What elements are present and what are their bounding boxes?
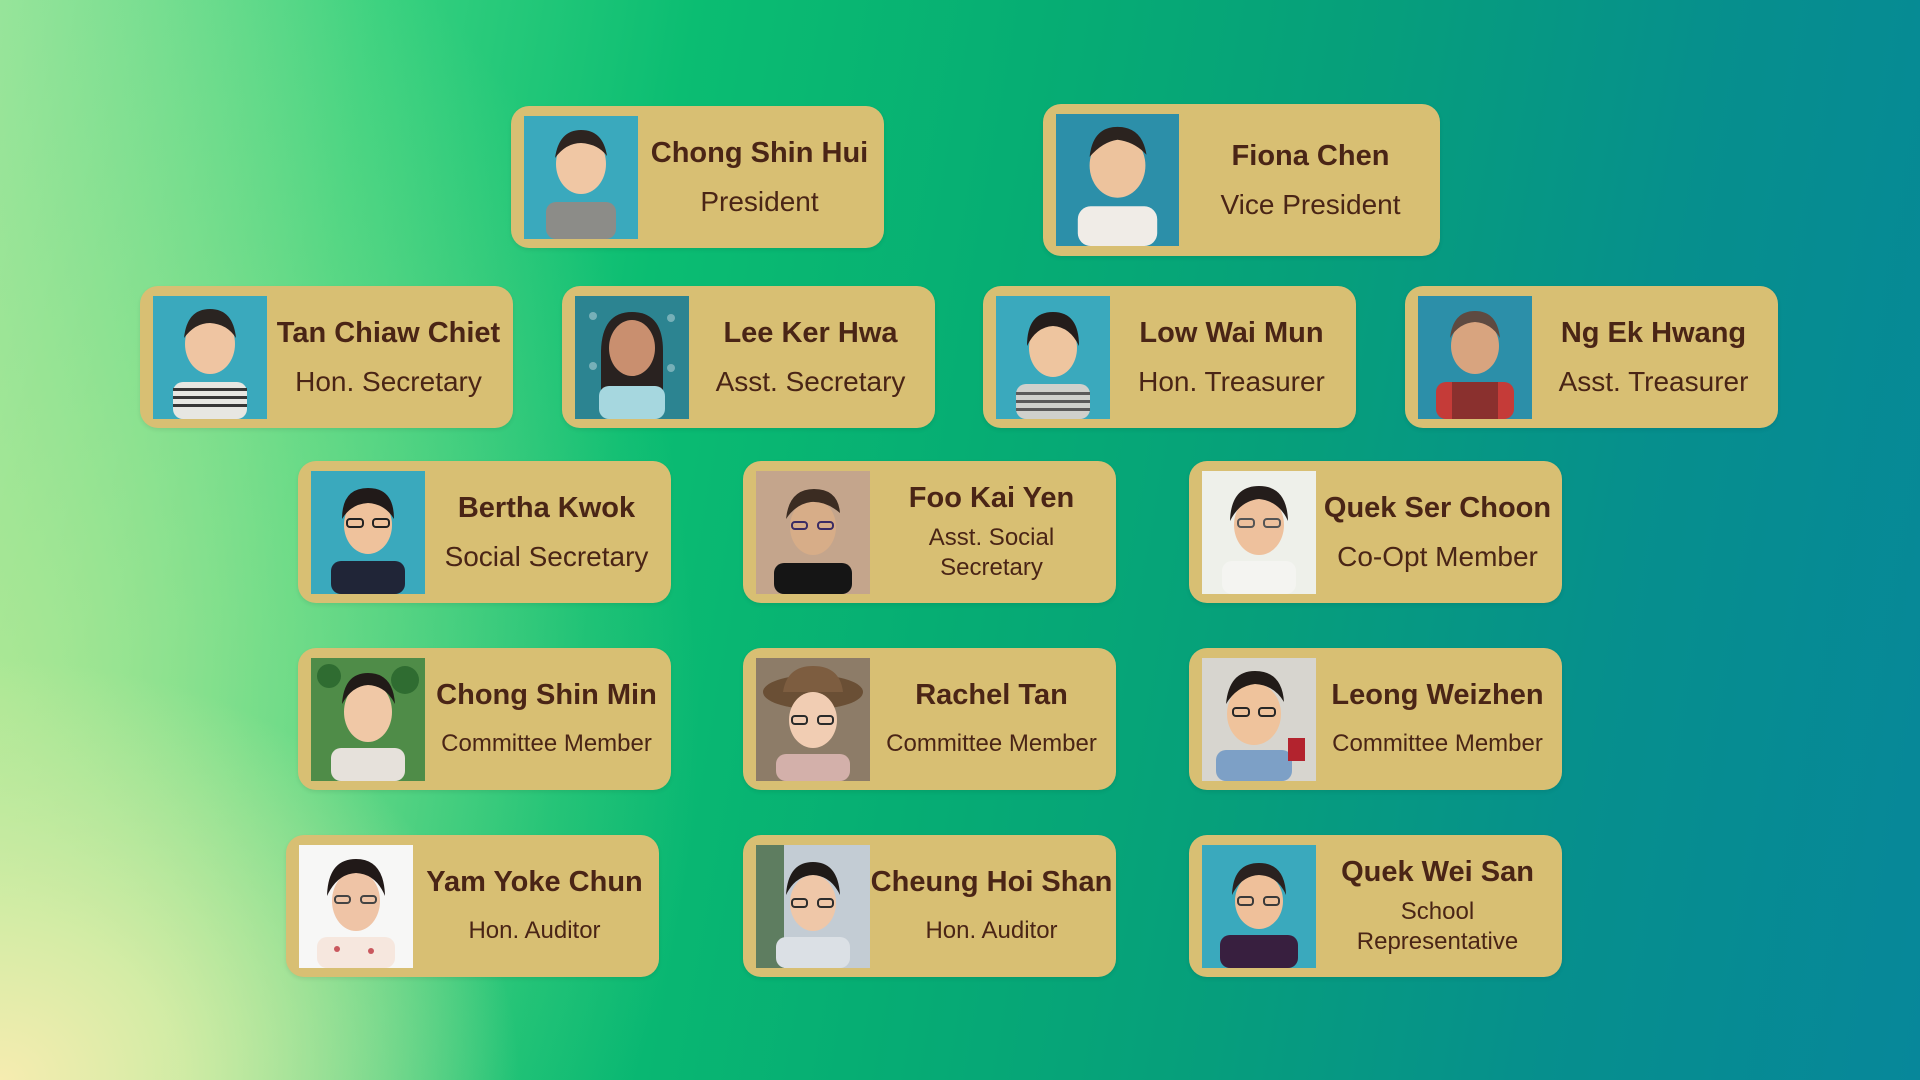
member-text: Quek Wei San School Representative (1319, 835, 1556, 977)
member-role: Hon. Treasurer (1138, 366, 1325, 397)
member-name: Low Wai Mun (1139, 317, 1324, 349)
member-text: Low Wai Mun Hon. Treasurer (1113, 286, 1350, 428)
member-card: Lee Ker Hwa Asst. Secretary (562, 286, 935, 428)
member-name: Rachel Tan (915, 679, 1068, 711)
portrait-photo (756, 658, 870, 781)
portrait-photo (299, 845, 413, 968)
member-name: Yam Yoke Chun (426, 866, 643, 898)
member-name: Fiona Chen (1231, 140, 1390, 172)
member-card: Quek Ser Choon Co-Opt Member (1189, 461, 1562, 603)
member-name: Leong Weizhen (1331, 679, 1544, 711)
member-text: Chong Shin Min Committee Member (428, 648, 665, 790)
member-role: School Representative (1356, 898, 1519, 955)
portrait-photo (996, 296, 1110, 419)
member-role: President (700, 186, 819, 217)
member-text: Yam Yoke Chun Hon. Auditor (416, 835, 653, 977)
member-role: Vice President (1220, 189, 1401, 220)
member-card: Cheung Hoi Shan Hon. Auditor (743, 835, 1116, 977)
member-card: Ng Ek Hwang Asst. Treasurer (1405, 286, 1778, 428)
member-card: Chong Shin Hui President (511, 106, 884, 248)
member-name: Bertha Kwok (457, 492, 636, 524)
member-role: Hon. Secretary (295, 366, 482, 397)
member-card: Tan Chiaw Chiet Hon. Secretary (140, 286, 513, 428)
portrait-photo (575, 296, 689, 419)
member-text: Lee Ker Hwa Asst. Secretary (692, 286, 929, 428)
portrait-photo (311, 471, 425, 594)
member-role: Committee Member (886, 730, 1097, 757)
member-card: Fiona Chen Vice President (1043, 104, 1440, 256)
member-role: Asst. Secretary (715, 366, 906, 397)
member-text: Chong Shin Hui President (641, 106, 878, 248)
member-role: Asst. Treasurer (1558, 366, 1749, 397)
member-text: Ng Ek Hwang Asst. Treasurer (1535, 286, 1772, 428)
member-card: Bertha Kwok Social Secretary (298, 461, 671, 603)
member-card: Foo Kai Yen Asst. Social Secretary (743, 461, 1116, 603)
member-card: Yam Yoke Chun Hon. Auditor (286, 835, 659, 977)
member-name: Chong Shin Hui (650, 137, 869, 169)
member-text: Leong Weizhen Committee Member (1319, 648, 1556, 790)
portrait-photo (756, 845, 870, 968)
member-card: Quek Wei San School Representative (1189, 835, 1562, 977)
portrait-photo (1202, 471, 1316, 594)
member-text: Cheung Hoi Shan Hon. Auditor (870, 835, 1113, 977)
member-name: Foo Kai Yen (908, 482, 1075, 514)
member-role: Hon. Auditor (925, 917, 1058, 944)
member-name: Quek Wei San (1341, 856, 1534, 888)
portrait-photo (1056, 114, 1179, 246)
member-role: Co-Opt Member (1337, 541, 1538, 572)
member-name: Tan Chiaw Chiet (276, 317, 501, 349)
portrait-photo (756, 471, 870, 594)
portrait-photo (1202, 658, 1316, 781)
portrait-photo (1202, 845, 1316, 968)
member-name: Ng Ek Hwang (1560, 317, 1747, 349)
member-role: Committee Member (441, 730, 652, 757)
member-text: Fiona Chen Vice President (1187, 104, 1434, 256)
member-text: Tan Chiaw Chiet Hon. Secretary (270, 286, 507, 428)
member-card: Chong Shin Min Committee Member (298, 648, 671, 790)
member-text: Bertha Kwok Social Secretary (428, 461, 665, 603)
member-name: Lee Ker Hwa (723, 317, 898, 349)
member-role: Committee Member (1332, 730, 1543, 757)
portrait-photo (1418, 296, 1532, 419)
portrait-photo (153, 296, 267, 419)
member-name: Quek Ser Choon (1323, 492, 1552, 524)
portrait-photo (524, 116, 638, 239)
member-role: Hon. Auditor (468, 917, 601, 944)
member-role: Asst. Social Secretary (928, 524, 1055, 581)
portrait-photo (311, 658, 425, 781)
member-text: Rachel Tan Committee Member (873, 648, 1110, 790)
member-role: Social Secretary (444, 541, 649, 572)
member-text: Foo Kai Yen Asst. Social Secretary (873, 461, 1110, 603)
member-name: Cheung Hoi Shan (870, 866, 1113, 898)
member-card: Leong Weizhen Committee Member (1189, 648, 1562, 790)
member-name: Chong Shin Min (436, 679, 657, 711)
member-text: Quek Ser Choon Co-Opt Member (1319, 461, 1556, 603)
member-card: Rachel Tan Committee Member (743, 648, 1116, 790)
member-card: Low Wai Mun Hon. Treasurer (983, 286, 1356, 428)
